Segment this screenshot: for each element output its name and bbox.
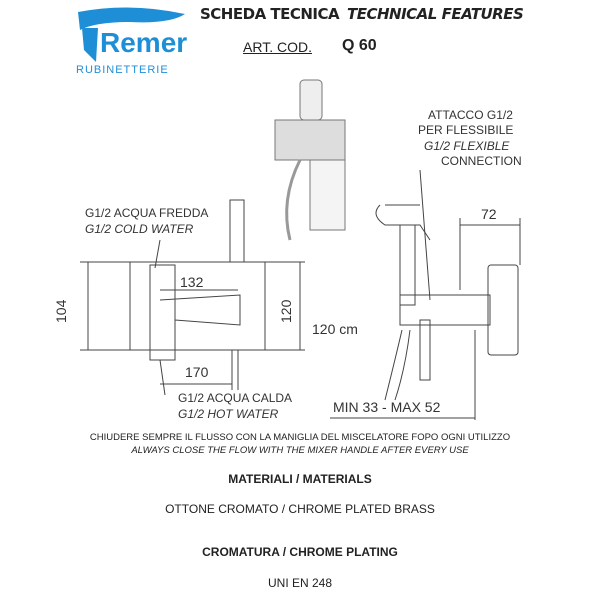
svg-text:104: 104 [53, 299, 69, 323]
drawing-labels: ATTACCO G1/2 PER FLESSIBILE G1/2 FLEXIBL… [53, 108, 522, 421]
svg-text:120 cm: 120 cm [312, 321, 358, 337]
svg-text:170: 170 [185, 364, 209, 380]
notice-it: CHIUDERE SEMPRE IL FLUSSO CON LA MANIGLI… [89, 432, 511, 443]
svg-text:G1/2 ACQUA CALDA: G1/2 ACQUA CALDA [178, 391, 292, 405]
svg-text:72: 72 [481, 206, 497, 222]
art-code: Q 60 [342, 37, 377, 54]
svg-text:CONNECTION: CONNECTION [441, 154, 522, 168]
svg-text:G1/2 COLD WATER: G1/2 COLD WATER [85, 222, 194, 236]
front-view [80, 199, 305, 396]
svg-text:G1/2 FLEXIBLE: G1/2 FLEXIBLE [424, 139, 510, 153]
title-it: SCHEDA TECNICA [200, 5, 340, 23]
materials-title: MATERIALI / MATERIALS [228, 472, 372, 486]
svg-text:Remer: Remer [100, 27, 187, 58]
svg-text:MIN 33 - MAX 52: MIN 33 - MAX 52 [333, 399, 441, 415]
notice-en: ALWAYS CLOSE THE FLOW WITH THE MIXER HAN… [131, 445, 469, 456]
svg-text:G1/2 ACQUA FREDDA: G1/2 ACQUA FREDDA [85, 206, 208, 220]
svg-text:RUBINETTERIE: RUBINETTERIE [76, 64, 169, 76]
art-code-label: ART. COD. [243, 39, 312, 55]
svg-text:120: 120 [278, 299, 294, 323]
product-photo [274, 79, 346, 241]
plating-title: CROMATURA / CHROME PLATING [202, 545, 398, 559]
svg-text:ATTACCO G1/2: ATTACCO G1/2 [428, 108, 513, 122]
remer-logo: Remer RUBINETTERIE [76, 7, 187, 76]
svg-text:PER FLESSIBILE: PER FLESSIBILE [418, 123, 513, 137]
title-en: TECHNICAL FEATURES [347, 5, 524, 23]
side-view [330, 169, 521, 420]
materials-value: OTTONE CROMATO / CHROME PLATED BRASS [165, 502, 435, 516]
svg-text:132: 132 [180, 274, 204, 290]
plating-value: UNI EN 248 [267, 576, 333, 590]
svg-text:G1/2 HOT WATER: G1/2 HOT WATER [178, 407, 279, 421]
